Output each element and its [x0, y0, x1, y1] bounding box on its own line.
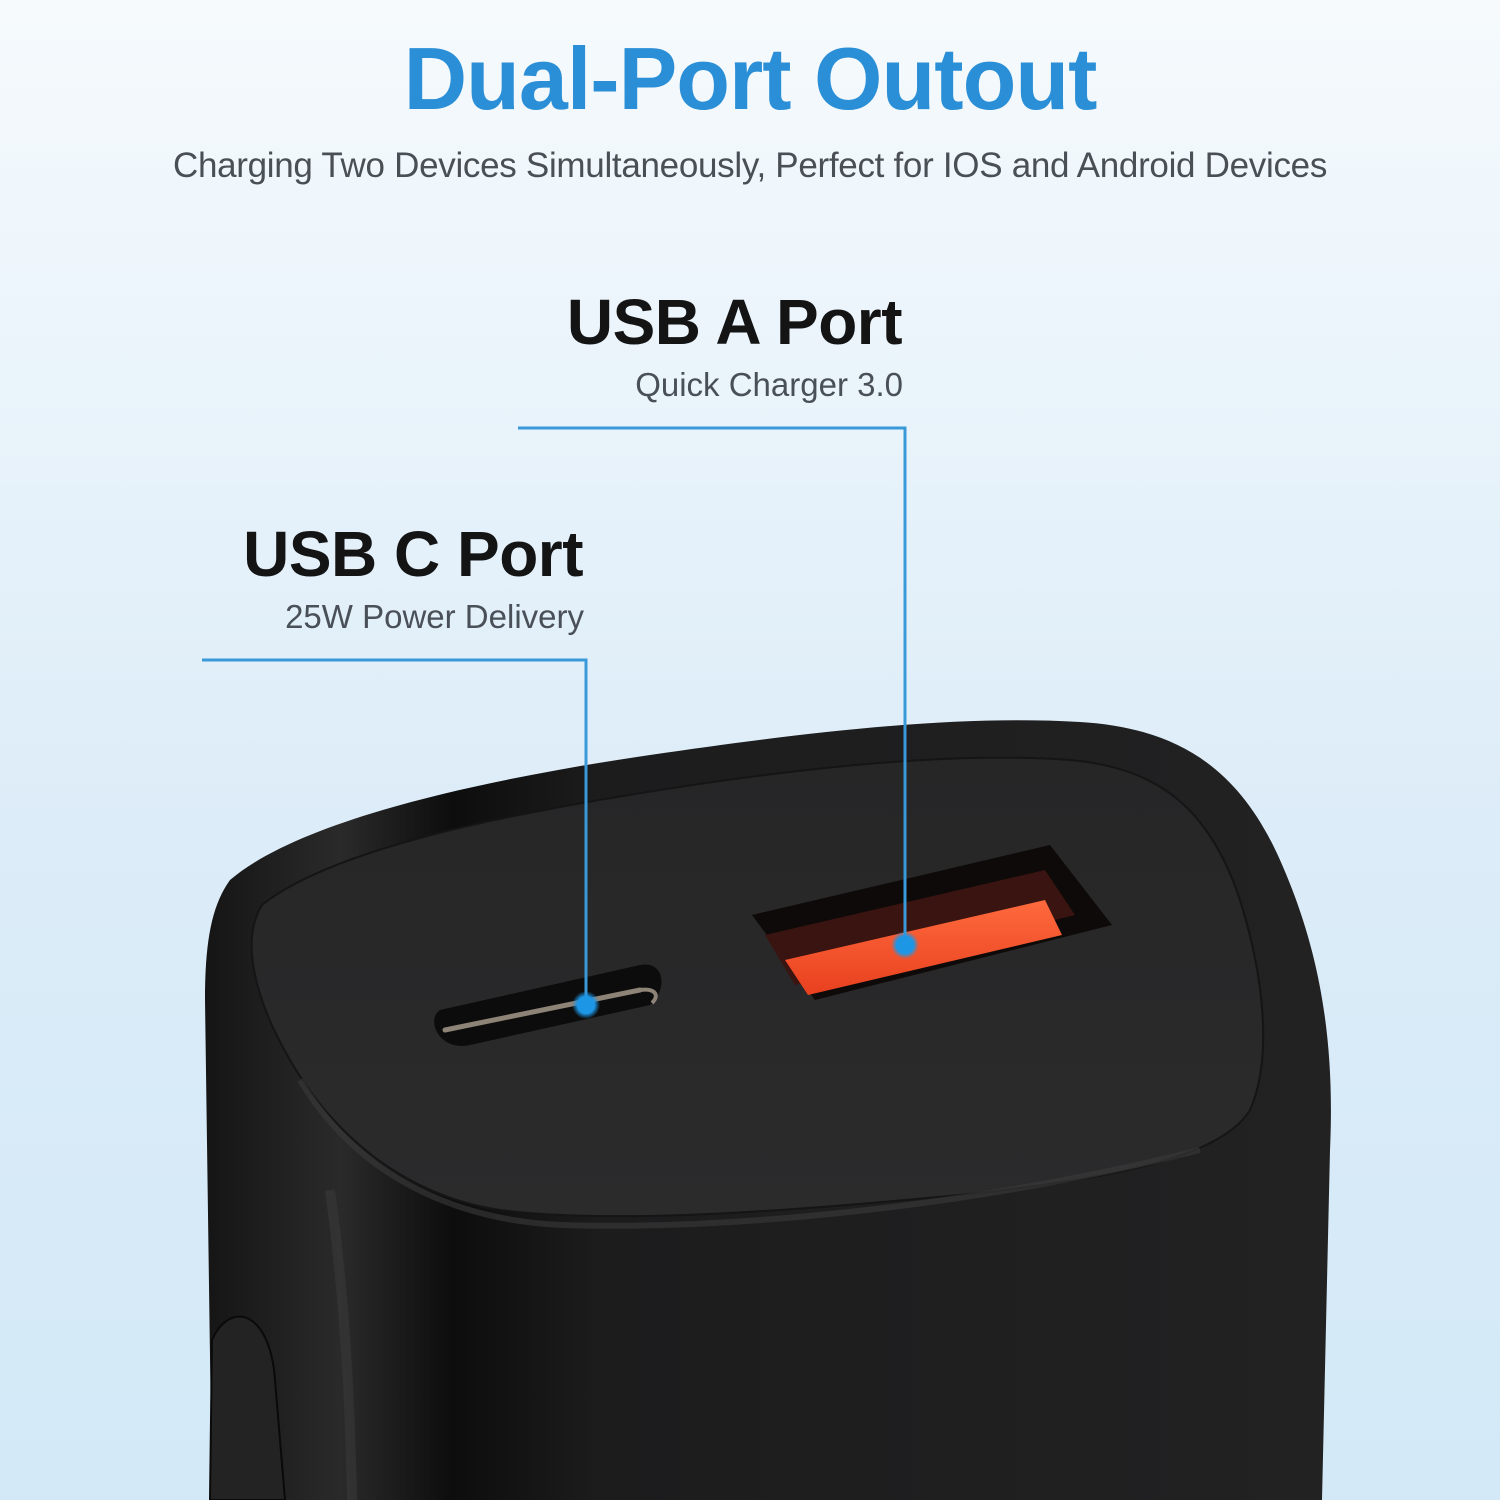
page-subtitle: Charging Two Devices Simultaneously, Per… — [172, 146, 1328, 185]
callout-lines — [202, 426, 907, 1005]
usb-a-insert — [785, 900, 1062, 995]
side-plug — [208, 1315, 287, 1500]
usb-a-port — [752, 845, 1112, 1000]
usb-a-callout-subtitle: Quick Charger 3.0 — [635, 366, 903, 403]
usb-c-callout-line — [202, 658, 588, 1005]
usb-c-callout-title: USB C Port — [243, 518, 583, 590]
page-title: Dual-Port Outout — [403, 29, 1098, 128]
usb-c-callout-subtitle: 25W Power Delivery — [285, 598, 584, 635]
usb-c-port — [434, 964, 662, 1046]
usb-a-callout-line — [518, 426, 907, 945]
usb-a-callout-title: USB A Port — [566, 286, 903, 358]
